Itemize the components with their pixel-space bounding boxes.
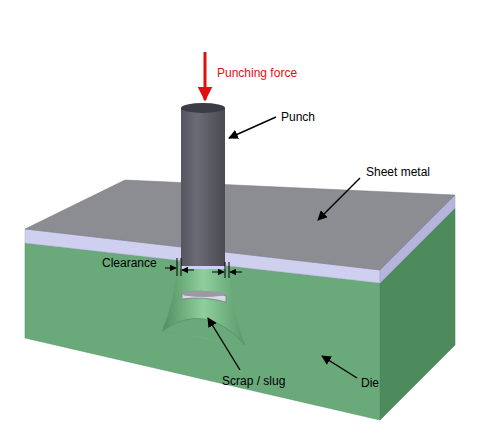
force-arrow xyxy=(204,52,207,100)
slug-top xyxy=(182,291,226,297)
part-label: Punch xyxy=(281,110,315,124)
clearance-marks xyxy=(165,258,242,278)
punch-body xyxy=(181,108,225,266)
leader-lines xyxy=(208,117,360,378)
part-label: Scrap / slug xyxy=(222,374,285,388)
hole-edge xyxy=(162,318,245,345)
punch-top xyxy=(181,103,225,113)
force-label: Punching force xyxy=(217,66,297,80)
part-label: Clearance xyxy=(102,256,157,270)
part-label: Die xyxy=(361,376,379,390)
slug xyxy=(182,291,226,302)
die-hole xyxy=(162,263,245,345)
sheet-top xyxy=(25,180,455,270)
part-label: Sheet metal xyxy=(366,165,430,179)
